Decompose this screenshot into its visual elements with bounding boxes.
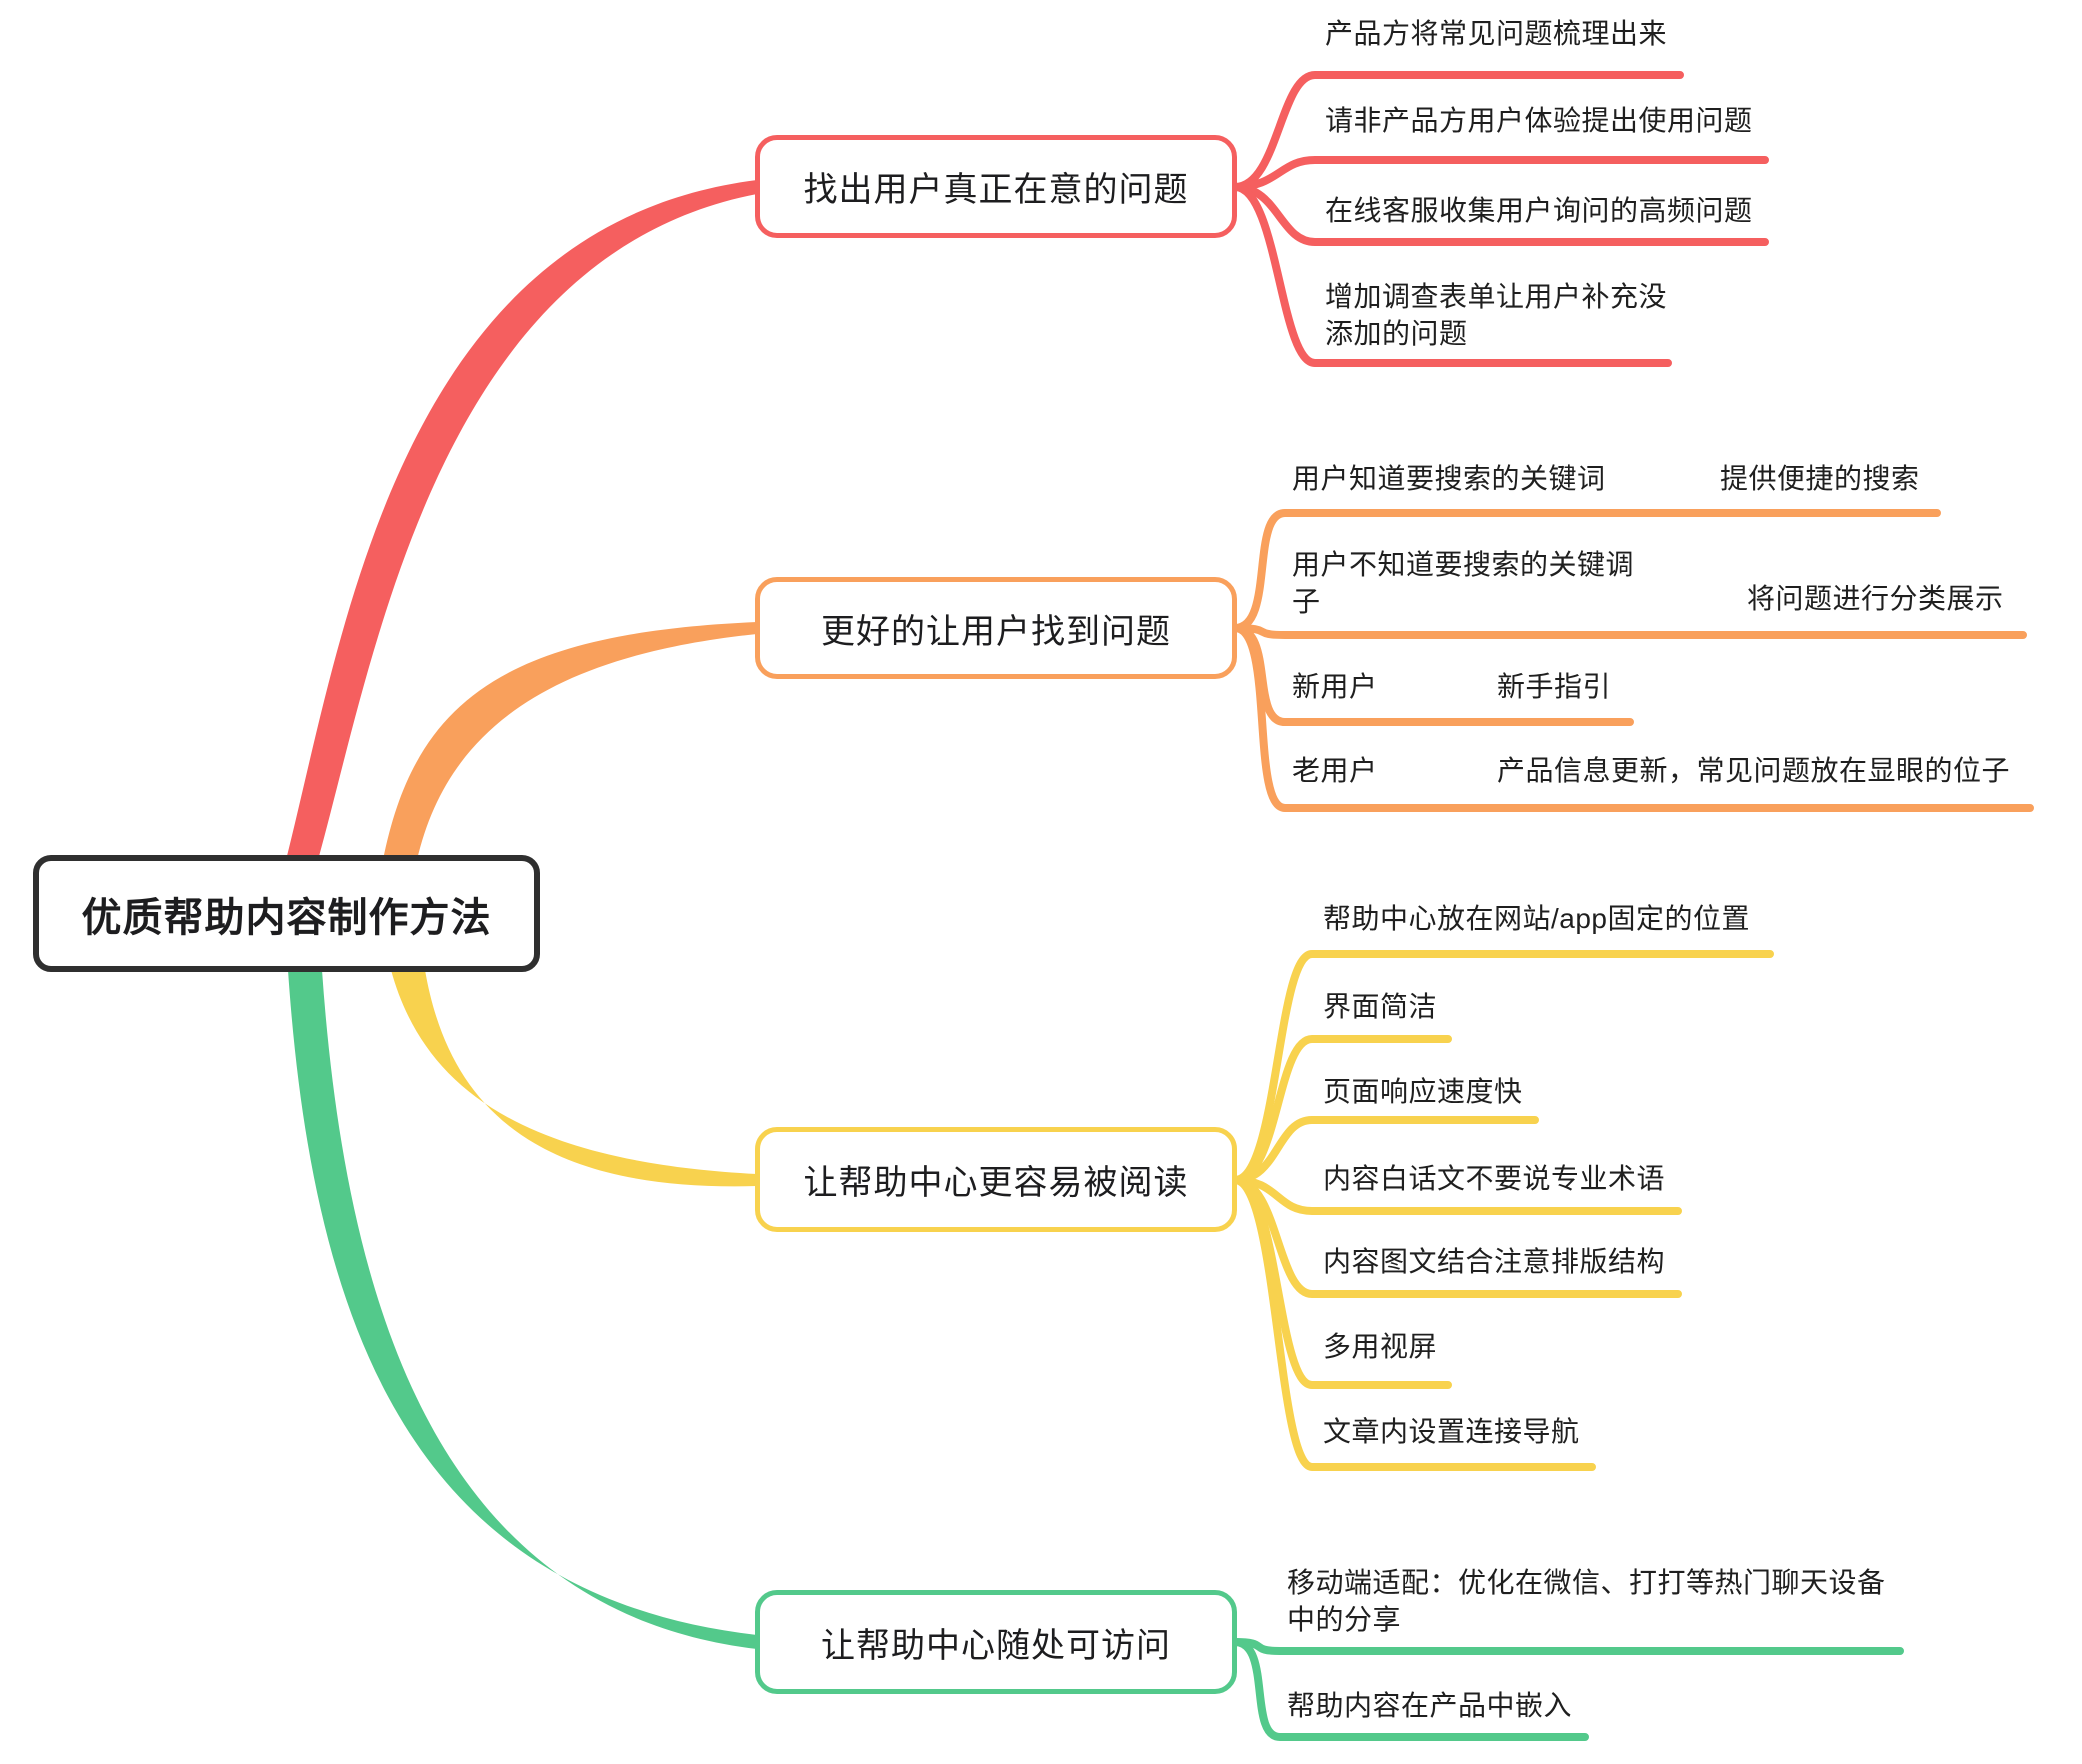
trunk-orange (383, 622, 757, 860)
leaf-item[interactable]: 帮助中心放在网站/app固定的位置 (1323, 903, 1750, 934)
leaf-item[interactable]: 请非产品方用户体验提出使用问题 (1325, 105, 1753, 136)
branch-node-help-users-find[interactable]: 更好的让用户找到问题 (755, 577, 1237, 679)
leaf-subitem[interactable]: 将问题进行分类展示 (1747, 583, 2004, 614)
leaf-item[interactable]: 多用视屏 (1323, 1331, 1438, 1362)
leaf-item[interactable]: 界面简洁 (1323, 991, 1438, 1022)
red-child-lines (1231, 71, 1769, 367)
leaf-item[interactable]: 用户知道要搜索的关键词 (1292, 463, 1606, 494)
leaf-item[interactable]: 老用户 (1292, 755, 1378, 786)
branch-node-easier-to-read[interactable]: 让帮助中心更容易被阅读 (755, 1127, 1237, 1232)
leaf-item[interactable]: 用户不知道要搜索的关键调子 (1292, 549, 1635, 617)
leaf-item[interactable]: 内容图文结合注意排版结构 (1323, 1246, 1666, 1277)
leaf-subitem[interactable]: 提供便捷的搜索 (1720, 463, 1920, 494)
leaf-subitem[interactable]: 产品信息更新，常见问题放在显眼的位子 (1497, 755, 2011, 786)
trunk-yellow (391, 970, 757, 1187)
leaf-item[interactable]: 移动端适配：优化在微信、打打等热门聊天设备中的分享 (1287, 1567, 1886, 1635)
branch-node-accessible-everywhere[interactable]: 让帮助中心随处可访问 (755, 1590, 1237, 1694)
trunk-red (286, 180, 757, 860)
leaf-item[interactable]: 文章内设置连接导航 (1323, 1416, 1580, 1447)
trunk-green (288, 970, 757, 1649)
leaf-item[interactable]: 新用户 (1292, 671, 1378, 702)
leaf-item[interactable]: 内容白话文不要说专业术语 (1323, 1163, 1666, 1194)
branch-node-find-real-problems[interactable]: 找出用户真正在意的问题 (755, 135, 1237, 238)
leaf-item[interactable]: 产品方将常见问题梳理出来 (1325, 18, 1668, 49)
orange-child-lines (1231, 509, 2034, 812)
leaf-subitem[interactable]: 新手指引 (1497, 671, 1612, 702)
yellow-child-lines (1231, 950, 1774, 1471)
leaf-item[interactable]: 页面响应速度快 (1323, 1076, 1523, 1107)
leaf-item[interactable]: 在线客服收集用户询问的高频问题 (1325, 195, 1753, 226)
leaf-item[interactable]: 帮助内容在产品中嵌入 (1287, 1690, 1573, 1721)
green-child-lines (1231, 1638, 1904, 1741)
leaf-item[interactable]: 增加调查表单让用户补充没添加的问题 (1325, 281, 1668, 349)
root-node[interactable]: 优质帮助内容制作方法 (33, 855, 540, 972)
